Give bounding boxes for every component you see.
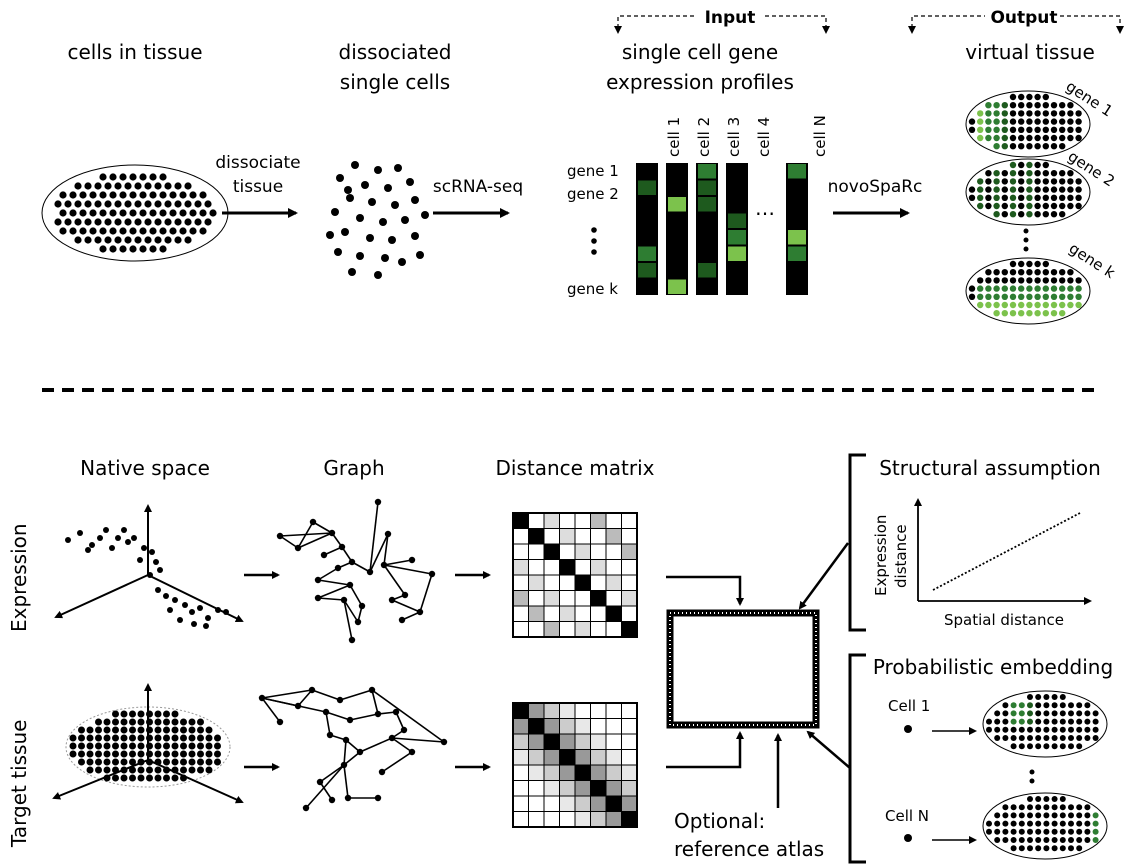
- arrow-label-novosparc: novoSpaRc: [827, 177, 923, 197]
- embedding-celln-label: Cell N: [885, 807, 930, 825]
- header-graph: Graph: [323, 456, 385, 480]
- output-bracket: [911, 15, 1121, 28]
- header-virtual-tissue: virtual tissue: [965, 40, 1095, 64]
- gene-label-2: gene 2: [567, 185, 619, 203]
- arrow-label-dissociate-line1: dissociate: [215, 153, 301, 173]
- graph-expression: [276, 498, 436, 644]
- header-output: Output: [990, 8, 1058, 28]
- bracket-embedding: [848, 653, 866, 864]
- embedding-celln: [904, 834, 977, 844]
- gene-label-1: gene 1: [567, 162, 619, 180]
- embedding-cell1-label: Cell 1: [888, 697, 931, 715]
- expression-columns: [636, 163, 808, 295]
- optional-label-line2: reference atlas: [674, 837, 825, 861]
- cells-ellipsis: …: [755, 196, 775, 220]
- header-structural-assumption: Structural assumption: [879, 456, 1101, 480]
- optional-label-line1: Optional:: [674, 809, 766, 833]
- header-distance-matrix: Distance matrix: [495, 456, 655, 480]
- header-dissociated-line2: single cells: [339, 70, 451, 94]
- arrow-embedding-to-matching: [806, 730, 851, 769]
- probabilistic-matching-box: [666, 609, 820, 729]
- tissue-ellipse: [41, 164, 229, 262]
- header-dissociated-line1: dissociated: [338, 40, 452, 64]
- distance-matrix-expression: [512, 512, 638, 638]
- bracket-structural: [848, 453, 866, 632]
- header-probabilistic-embedding: Probabilistic embedding: [872, 655, 1114, 679]
- embedding-tissues: [982, 690, 1108, 860]
- connector-target-to-matching: [666, 731, 744, 769]
- virtual-tissues: [965, 90, 1091, 325]
- arrow-structural-to-matching: [798, 542, 850, 610]
- gene-label-k: gene k: [567, 280, 618, 298]
- arrow-label-dissociate-line2: tissue: [232, 177, 284, 197]
- arrow-label-scrna-seq: scRNA-seq: [432, 177, 524, 197]
- header-native-space: Native space: [80, 456, 210, 480]
- dissociated-cells: [326, 161, 429, 279]
- header-input: Input: [704, 8, 756, 28]
- connector-expr-to-matching: [666, 575, 744, 606]
- gene-vertical-ellipsis: [591, 227, 597, 255]
- structural-plot: [914, 498, 1092, 605]
- native-space-target: [52, 683, 244, 804]
- graph-target: [258, 686, 448, 812]
- native-space-expression: [54, 504, 244, 629]
- distance-matrix-target: [512, 702, 638, 828]
- virtual-tissue-ellipsis: [1023, 228, 1029, 252]
- header-profiles-line2: expression profiles: [606, 70, 794, 94]
- embedding-ellipsis: [1029, 769, 1035, 784]
- embedding-cell1: [904, 725, 977, 735]
- plot-xlabel: Spatial distance: [944, 611, 1064, 629]
- header-cells-in-tissue: cells in tissue: [67, 40, 203, 64]
- header-profiles-line1: single cell gene: [621, 40, 779, 64]
- input-bracket: [617, 15, 827, 28]
